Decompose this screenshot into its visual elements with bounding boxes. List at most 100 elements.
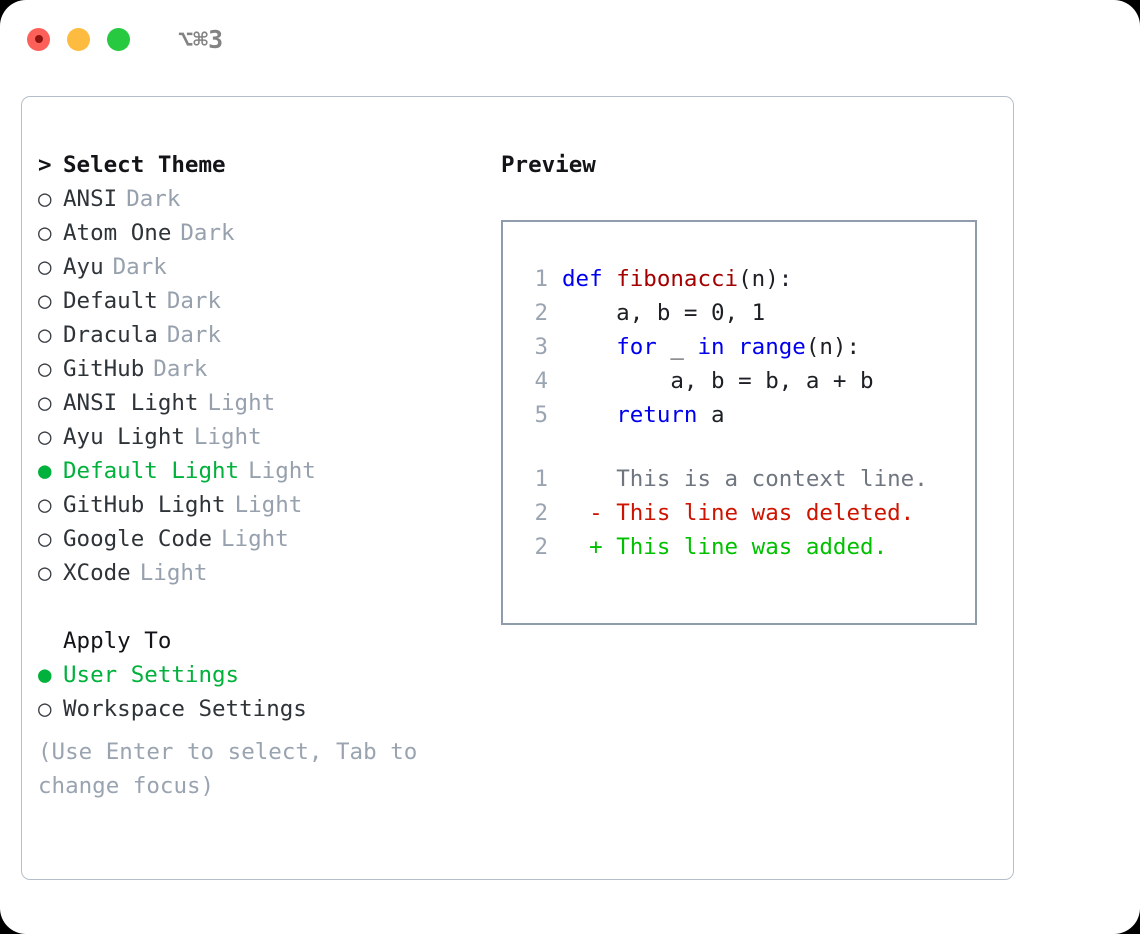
prompt-caret-icon: > [38,152,52,178]
code-token: (n): [738,266,793,292]
maximize-button-icon[interactable] [107,27,130,51]
theme-name-label: Ayu [63,254,104,280]
apply-to-option-label: User Settings [63,662,240,688]
diff-sign [562,462,616,496]
apply-to-title: Apply To [63,628,172,654]
theme-list-item[interactable]: ○ Ayu Dark [38,250,488,284]
diff-line-content: This is a context line. [616,466,928,492]
radio-unselected-icon[interactable]: ○ [38,424,52,450]
apply-to-option[interactable]: ○Workspace Settings [38,692,488,726]
code-token: a, b = 0, 1 [562,300,766,326]
code-line: 2 a, b = 0, 1 [518,296,969,330]
radio-unselected-icon[interactable]: ○ [38,356,52,382]
preview-title: Preview [501,152,596,178]
theme-name-label: Ayu Light [63,424,185,450]
code-line: 3 for _ in range(n): [518,330,969,364]
theme-name-label: ANSI [63,186,118,212]
keyboard-hint-text: (Use Enter to select, Tab to change focu… [38,739,431,799]
code-token: in [697,334,725,360]
diff-line: 2 - This line was deleted. [518,496,969,530]
code-token: a [697,402,725,428]
theme-variant-badge: Dark [180,220,235,246]
diff-sample: 1 This is a context line.2 - This line w… [518,462,969,564]
line-number: 1 [534,466,548,492]
radio-unselected-icon[interactable]: ○ [38,186,52,212]
theme-variant-badge: Dark [112,254,167,280]
code-line: 1 def fibonacci(n): [518,262,969,296]
code-line: 5 return a [518,398,969,432]
code-token [725,334,739,360]
theme-name-label: Dracula [63,322,158,348]
apply-to-options: ● User Settings ○Workspace Settings [38,658,488,726]
theme-variant-badge: Light [139,560,208,586]
radio-unselected-icon[interactable]: ○ [38,390,52,416]
close-button-icon[interactable] [27,27,50,51]
theme-variant-badge: Dark [126,186,181,212]
radio-unselected-icon[interactable]: ○ [38,526,52,552]
keyboard-shortcut-label: ⌥⌘3 [178,24,224,54]
line-number: 5 [534,402,548,428]
radio-unselected-icon[interactable]: ○ [38,254,52,280]
theme-list-item[interactable]: ○ Ayu Light Light [38,420,488,454]
code-line-content: return a [562,398,725,432]
radio-unselected-icon[interactable]: ○ [38,560,52,586]
radio-unselected-icon[interactable]: ○ [38,492,52,518]
line-number: 2 [534,534,548,560]
theme-name-label: GitHub [63,356,145,382]
code-token: range [738,334,806,360]
radio-unselected-icon[interactable]: ○ [38,696,52,722]
theme-list-item[interactable]: ○ Dracula Dark [38,318,488,352]
diff-line-content: This line was added. [616,534,888,560]
code-diff-separator [518,432,969,462]
code-token: _ [656,334,698,360]
apply-to-header: ○ Apply To [38,624,488,658]
radio-selected-icon[interactable]: ● [38,662,52,688]
line-number: 1 [534,266,548,292]
apply-to-option[interactable]: ● User Settings [38,658,488,692]
section-spacer [38,590,488,624]
radio-unselected-icon[interactable]: ○ [38,322,52,348]
radio-selected-icon[interactable]: ● [38,458,52,484]
titlebar: ⌥⌘3 [0,0,1140,78]
line-number: 2 [534,500,548,526]
code-line: 4 a, b = b, a + b [518,364,969,398]
code-token [562,334,616,360]
theme-variant-badge: Light [193,424,262,450]
apply-to-marker-spacer: ○ [38,624,63,658]
minimize-button-icon[interactable] [67,27,90,51]
code-token: (n): [805,334,861,360]
radio-unselected-icon[interactable]: ○ [38,220,52,246]
theme-variant-badge: Dark [166,322,222,348]
theme-list-item[interactable]: ● Default Light Light [38,454,488,488]
code-line-content: def fibonacci(n): [562,262,792,296]
theme-name-label: Google Code [63,526,213,552]
page-title: Select Theme [63,152,226,178]
code-token: def [562,266,617,292]
diff-line: 1 This is a context line. [518,462,969,496]
theme-name-label: Default Light [63,458,240,484]
diff-sign: + [562,534,617,560]
theme-name-label: GitHub Light [63,492,226,518]
theme-variant-badge: Dark [153,356,208,382]
theme-variant-badge: Dark [166,288,222,314]
theme-list-item[interactable]: ○ GitHub Dark [38,352,488,386]
radio-unselected-icon[interactable]: ○ [38,288,52,314]
theme-variant-badge: Light [248,458,316,484]
diff-sign: - [562,500,617,526]
code-token: return [616,402,698,428]
theme-list-item[interactable]: ○ ANSI Dark [38,182,488,216]
code-token: fibonacci [616,266,739,292]
